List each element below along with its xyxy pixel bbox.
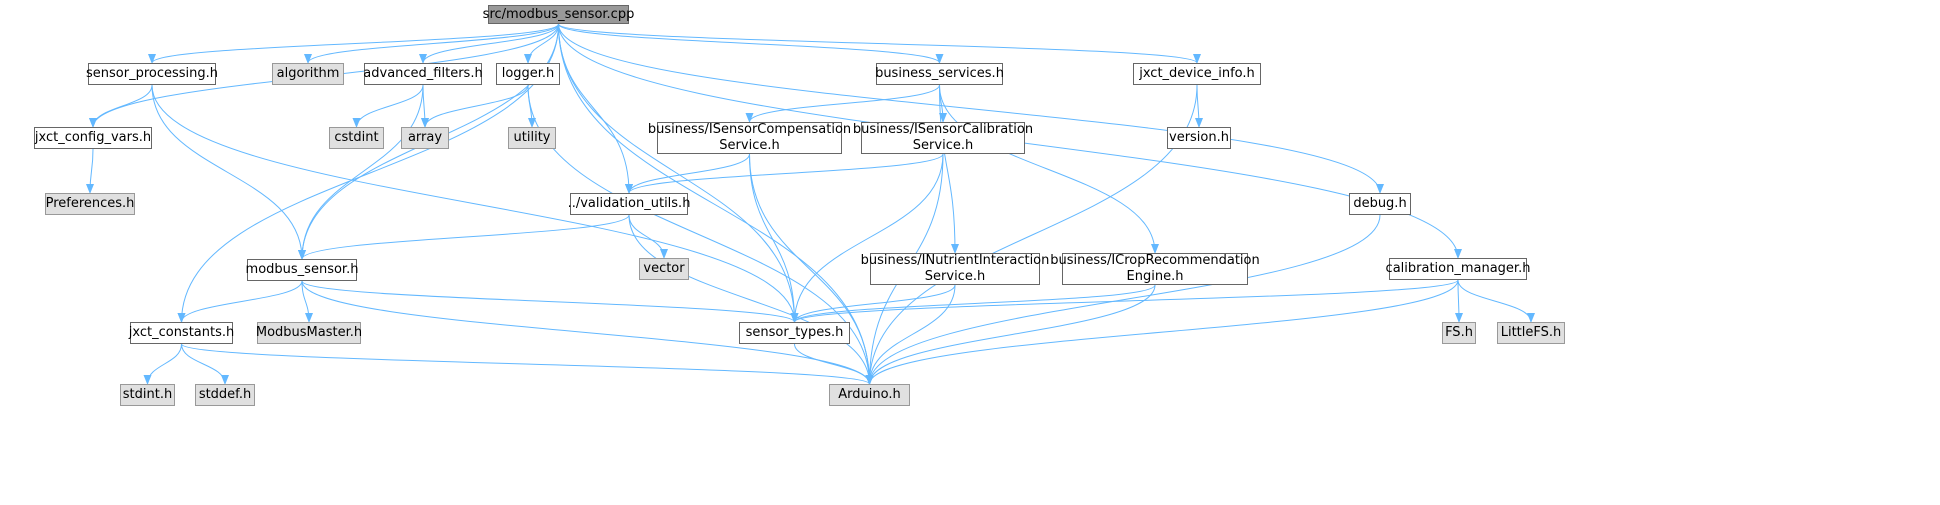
node-sensor-processing[interactable]: sensor_processing.h: [86, 63, 218, 85]
edge-root-to-business-services: [558, 23, 944, 64]
node-advanced-filters[interactable]: advanced_filters.h: [363, 63, 483, 85]
edge-logger-to-array: [421, 84, 529, 128]
node-arduino: Arduino.h: [829, 384, 910, 406]
edge-validation-utils-to-modbus-sensor: [298, 214, 630, 260]
node-calibration-manager[interactable]: calibration_manager.h: [1386, 258, 1530, 280]
edge-validation-utils-to-vector: [628, 214, 668, 259]
edge-modbus-sensor-to-jxct-constants: [177, 280, 303, 323]
node-cstdint: cstdint: [329, 127, 384, 149]
edge-root-to-debug: [558, 23, 1384, 194]
edge-business-services-to-inutrientinteraction: [939, 84, 959, 254]
edge-jxct-constants-to-stddef: [181, 343, 229, 385]
node-algorithm: algorithm: [272, 63, 344, 85]
edge-sensor-processing-to-sensor-types: [151, 84, 799, 323]
edge-root-to-jxct-device-info: [558, 23, 1201, 64]
edge-business-services-to-icroprecommendation: [939, 84, 1159, 254]
edge-isensorcalibration-to-sensor-types: [790, 153, 944, 323]
edge-modbus-sensor-to-sensor-types: [301, 280, 799, 323]
node-modbus-sensor[interactable]: modbus_sensor.h: [246, 259, 358, 281]
node-stdint: stdint.h: [120, 384, 175, 406]
edge-advanced-filters-to-cstdint: [352, 84, 424, 128]
edge-jxct-device-info-to-version: [1194, 84, 1203, 128]
edge-jxct-constants-to-stdint: [143, 343, 182, 385]
node-validation-utils[interactable]: ../validation_utils.h: [568, 193, 690, 215]
edge-inutrientinteraction-to-sensor-types: [790, 284, 956, 323]
edge-root-to-logger: [524, 23, 559, 64]
node-utility: utility: [508, 127, 556, 149]
edge-jxct-constants-to-arduino: [181, 343, 874, 385]
edge-calibration-manager-to-fs: [1454, 279, 1463, 323]
edge-root-to-sensor-types: [558, 23, 799, 323]
edge-root-to-sensor-processing: [148, 23, 559, 64]
edge-advanced-filters-to-array: [420, 84, 429, 128]
edge-calibration-manager-to-littlefs: [1457, 279, 1535, 323]
edge-calibration-manager-to-arduino: [865, 279, 1459, 385]
edge-business-services-to-isensorcompensation: [745, 84, 940, 123]
edge-sensor-processing-to-modbus-sensor: [151, 84, 306, 260]
node-sensor-types[interactable]: sensor_types.h: [739, 322, 850, 344]
edge-isensorcompensation-to-sensor-types: [749, 153, 799, 323]
edge-root-to-algorithm: [304, 23, 559, 64]
edge-validation-utils-to-arduino: [628, 214, 874, 385]
edge-isensorcalibration-to-validation-utils: [625, 153, 944, 194]
edge-isensorcompensation-to-arduino: [749, 153, 874, 385]
node-preferences: Preferences.h: [45, 193, 135, 215]
node-stddef: stddef.h: [195, 384, 255, 406]
node-jxct-device-info[interactable]: jxct_device_info.h: [1133, 63, 1261, 85]
edge-icroprecommendation-to-arduino: [865, 284, 1156, 385]
node-vector: vector: [639, 258, 689, 280]
node-inutrientinteraction[interactable]: business/INutrientInteraction Service.h: [860, 253, 1050, 285]
node-isensorcalibration[interactable]: business/ISensorCalibration Service.h: [852, 122, 1034, 154]
node-debug[interactable]: debug.h: [1349, 193, 1411, 215]
edge-sensor-types-to-arduino: [794, 343, 874, 385]
node-root: src/modbus_sensor.cpp: [483, 5, 634, 24]
edge-root-to-advanced-filters: [419, 23, 559, 64]
edge-modbus-sensor-to-arduino: [301, 280, 874, 385]
edge-jxct-config-vars-to-preferences: [86, 148, 95, 194]
node-version[interactable]: version.h: [1167, 127, 1231, 149]
edge-isensorcompensation-to-validation-utils: [625, 153, 750, 194]
node-icroprecommendation[interactable]: business/ICropRecommendation Engine.h: [1050, 253, 1260, 285]
node-isensorcompensation[interactable]: business/ISensorCompensation Service.h: [647, 122, 852, 154]
node-littlefs: LittleFS.h: [1497, 322, 1565, 344]
edge-debug-to-arduino: [865, 214, 1381, 385]
node-fs: FS.h: [1442, 322, 1476, 344]
node-array: array: [401, 127, 449, 149]
node-business-services[interactable]: business_services.h: [875, 63, 1004, 85]
edge-inutrientinteraction-to-arduino: [865, 284, 956, 385]
edge-icroprecommendation-to-sensor-types: [790, 284, 1156, 323]
node-jxct-config-vars[interactable]: jxct_config_vars.h: [34, 127, 152, 149]
node-logger[interactable]: logger.h: [496, 63, 560, 85]
edge-calibration-manager-to-sensor-types: [790, 279, 1459, 323]
node-modbusmaster: ModbusMaster.h: [256, 322, 362, 344]
node-jxct-constants[interactable]: jxct_constants.h: [129, 322, 234, 344]
edge-advanced-filters-to-modbus-sensor: [298, 84, 424, 260]
edge-modbus-sensor-to-modbusmaster: [301, 280, 313, 323]
edge-sensor-processing-to-jxct-config-vars: [89, 84, 153, 128]
edge-root-to-validation-utils: [558, 23, 633, 194]
